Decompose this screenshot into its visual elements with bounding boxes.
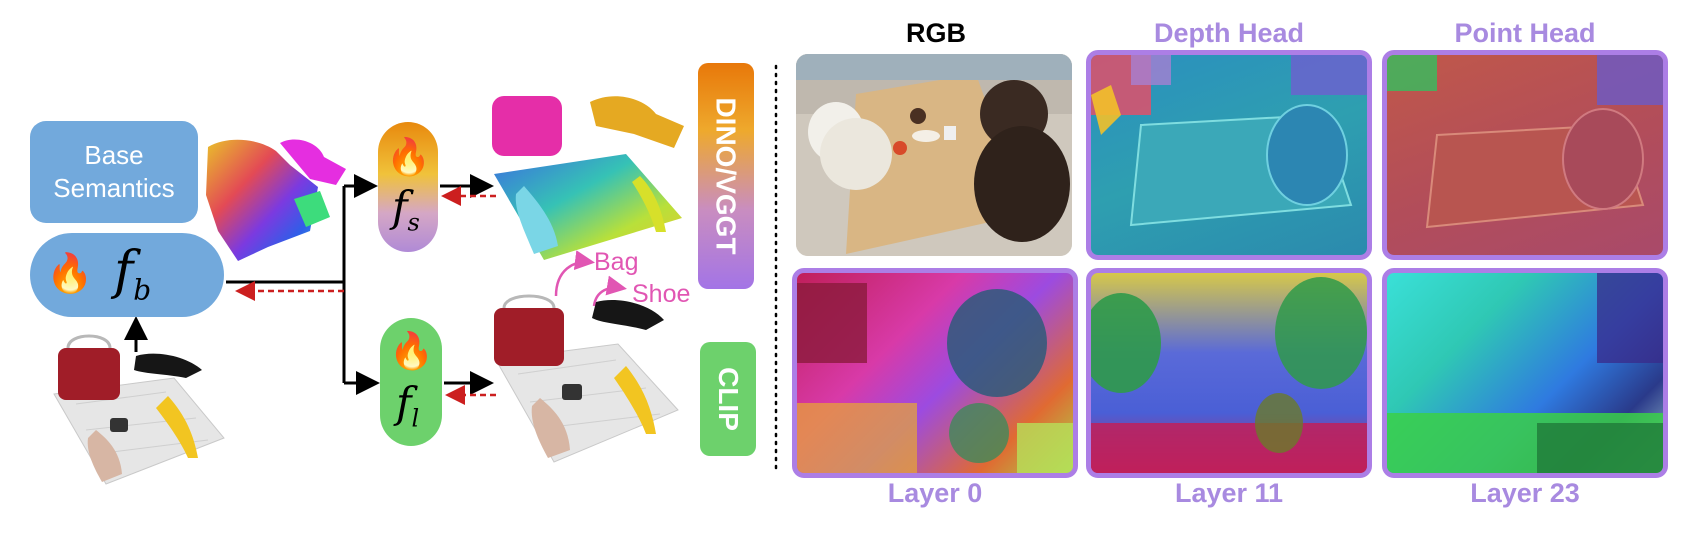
depth-head-map xyxy=(1086,50,1372,260)
flame-icon: 🔥 xyxy=(46,251,94,295)
semantic-feature-blob xyxy=(206,139,346,261)
rgb-scene xyxy=(796,54,1072,256)
layer-11-map xyxy=(1086,268,1372,478)
bag-pointer xyxy=(554,250,595,297)
fb-subscript: b xyxy=(133,273,152,307)
bag-label: Bag xyxy=(594,248,639,276)
dino-vggt-label-box: DINO/VGGT xyxy=(698,63,754,289)
depth-head-features xyxy=(1091,55,1367,227)
layer-23-features xyxy=(1387,273,1663,473)
point-head-features xyxy=(1387,55,1663,229)
language-input-image xyxy=(494,294,679,463)
fs-subscript: s xyxy=(407,208,420,237)
clip-label-box: CLIP xyxy=(700,342,756,456)
base-semantics-label: Base Semantics xyxy=(53,139,175,203)
point-head-map xyxy=(1382,50,1668,260)
row-label-layer-11: Layer 11 xyxy=(1174,478,1284,508)
fs-symbol: f xyxy=(392,182,408,231)
shoe-label: Shoe xyxy=(632,280,691,308)
rgb-image xyxy=(796,54,1072,256)
col-label-rgb: RGB xyxy=(906,18,966,48)
dino-vggt-label: DINO/VGGT xyxy=(711,97,742,255)
layer-11-features xyxy=(1091,277,1367,473)
input-image-objects xyxy=(53,334,225,485)
flame-icon: 🔥 xyxy=(386,137,431,178)
row-label-layer-23: Layer 23 xyxy=(1470,478,1580,508)
row-label-layer-0: Layer 0 xyxy=(887,478,983,508)
clip-label: CLIP xyxy=(713,367,744,431)
shoe-pointer xyxy=(592,275,627,307)
layer-23-map xyxy=(1382,268,1668,478)
pipeline-connectors xyxy=(124,64,778,472)
flame-icon: 🔥 xyxy=(389,331,434,372)
semantic-3d-output xyxy=(492,96,684,260)
fb-module: 🔥 fb xyxy=(30,233,224,317)
col-label-depth-head: Depth Head xyxy=(1153,18,1305,48)
fs-module: 🔥 fs xyxy=(378,122,438,252)
fl-subscript: l xyxy=(411,404,420,433)
fl-module: 🔥 fl xyxy=(380,318,442,446)
layer-0-features xyxy=(797,283,1073,473)
fb-symbol: f xyxy=(114,241,134,301)
col-label-point-head: Point Head xyxy=(1454,18,1596,48)
base-semantics-box: Base Semantics xyxy=(30,121,198,223)
layer-0-map xyxy=(792,268,1078,478)
fl-symbol: f xyxy=(396,378,412,427)
